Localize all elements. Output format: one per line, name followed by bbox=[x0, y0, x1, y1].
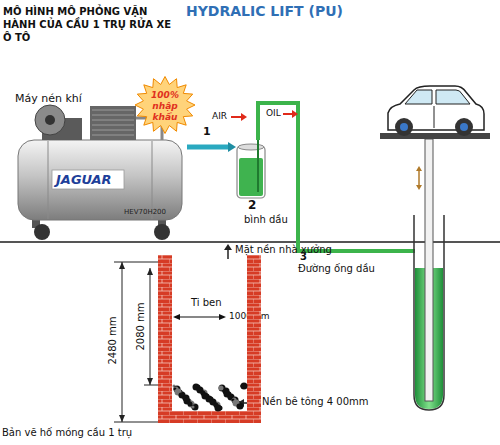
flow-label: OIL bbox=[266, 108, 281, 118]
dimension-label: 2480 mm bbox=[107, 311, 118, 371]
tank-seam bbox=[48, 141, 49, 219]
tank-body bbox=[237, 146, 265, 198]
cooling-fin bbox=[92, 120, 134, 121]
dimension-label: 2080 mm bbox=[135, 297, 146, 357]
component-name: Ti ben bbox=[191, 297, 222, 308]
pit-wall bbox=[247, 255, 261, 423]
floor-label: Mặt nền nhà xưởng bbox=[235, 244, 332, 255]
dip-tube bbox=[257, 140, 259, 192]
concrete-gravel bbox=[192, 406, 195, 409]
illustration-part bbox=[144, 385, 160, 386]
pipe-label: Đường ống dầu bbox=[298, 263, 375, 274]
dimension-label: Nền bê tông 4 00mm bbox=[262, 396, 368, 407]
illustration-part bbox=[425, 139, 433, 401]
diagram-title: HYDRALIC LIFT (PU) bbox=[186, 3, 343, 19]
foundation-pit: Ti ben bbox=[155, 255, 265, 425]
concrete-gravel bbox=[237, 404, 242, 409]
name-plate bbox=[52, 170, 124, 189]
illustration-part bbox=[122, 262, 123, 422]
brand-name: JAGUAR bbox=[56, 172, 112, 187]
illustration-part bbox=[405, 90, 432, 104]
wheel bbox=[154, 224, 170, 240]
concrete-gravel bbox=[188, 402, 193, 407]
tank-seam bbox=[152, 141, 153, 219]
arrow-head bbox=[228, 142, 236, 152]
illustration-part bbox=[434, 106, 435, 128]
concrete-gravel bbox=[241, 384, 246, 389]
callout-number: 2 bbox=[248, 198, 256, 212]
component-name: bình dầu bbox=[244, 214, 288, 225]
import-badge: 100% nhập khẩu bbox=[134, 76, 196, 134]
edge-label: AIR bbox=[212, 111, 227, 121]
concrete-gravel bbox=[241, 385, 244, 388]
concrete-gravel bbox=[241, 383, 248, 390]
pulley-hub bbox=[45, 115, 55, 125]
component-name: Máy nén khí bbox=[15, 92, 82, 105]
oil-level bbox=[239, 158, 263, 196]
concrete-gravel bbox=[228, 395, 233, 400]
concrete-gravel bbox=[219, 385, 226, 392]
model-number: HEV70H200 bbox=[124, 208, 166, 216]
badge-text: 100% nhập khẩu bbox=[140, 90, 190, 123]
illustration-part bbox=[380, 133, 490, 139]
air-pipe bbox=[187, 142, 236, 152]
illustration-part bbox=[224, 244, 232, 250]
cooling-fin bbox=[92, 135, 134, 136]
drawing-caption: Bản vẽ hố móng cầu 1 trụ bbox=[2, 427, 132, 438]
illustration-part bbox=[119, 262, 125, 269]
cooling-fin bbox=[92, 110, 134, 111]
pipe-line bbox=[187, 145, 230, 150]
illustration-part bbox=[292, 110, 298, 118]
cooling-fin bbox=[92, 125, 134, 126]
concrete-gravel bbox=[215, 405, 222, 412]
foundation-pit-outline bbox=[155, 255, 265, 425]
concrete-gravel bbox=[192, 405, 197, 410]
illustration-part bbox=[418, 170, 420, 186]
concrete-gravel bbox=[179, 393, 184, 398]
illustration-part bbox=[416, 185, 422, 190]
pump-head bbox=[90, 106, 136, 140]
illustration-part bbox=[114, 262, 158, 263]
starburst bbox=[135, 77, 195, 134]
illustration-part bbox=[150, 268, 151, 385]
illustration-part bbox=[147, 268, 153, 275]
illustration-part bbox=[436, 90, 470, 104]
illustration-part bbox=[455, 118, 473, 136]
illustration-part bbox=[460, 123, 468, 131]
illustration-part bbox=[395, 118, 413, 136]
pit-wall bbox=[158, 255, 172, 423]
concrete-gravel bbox=[219, 386, 224, 391]
concrete-gravel bbox=[210, 400, 215, 405]
arrow-head bbox=[219, 314, 226, 320]
illustration-part bbox=[416, 166, 422, 171]
illustration-part bbox=[400, 123, 408, 131]
cooling-fin bbox=[92, 130, 134, 131]
callout-number: 1 bbox=[203, 125, 211, 138]
illustration-part bbox=[114, 422, 158, 423]
subtitle: MÔ HÌNH MÔ PHỎNG VẬN HÀNH CỦA CẦU 1 TRỤ … bbox=[3, 5, 183, 44]
concrete-gravel bbox=[202, 393, 209, 400]
dimension-arrow bbox=[178, 316, 221, 317]
illustration-part bbox=[147, 378, 153, 385]
pit-floor bbox=[158, 411, 261, 423]
cooling-fin bbox=[92, 115, 134, 116]
concrete-gravel bbox=[197, 388, 202, 393]
illustration-part bbox=[241, 113, 247, 121]
arrow-head bbox=[173, 314, 180, 320]
wheel bbox=[34, 224, 50, 240]
compressor-tank bbox=[18, 140, 182, 220]
illustration-part bbox=[119, 415, 125, 422]
pulley bbox=[35, 105, 65, 135]
oil-tank: 2bình dầu bbox=[236, 138, 268, 228]
tank-cap bbox=[238, 144, 264, 150]
